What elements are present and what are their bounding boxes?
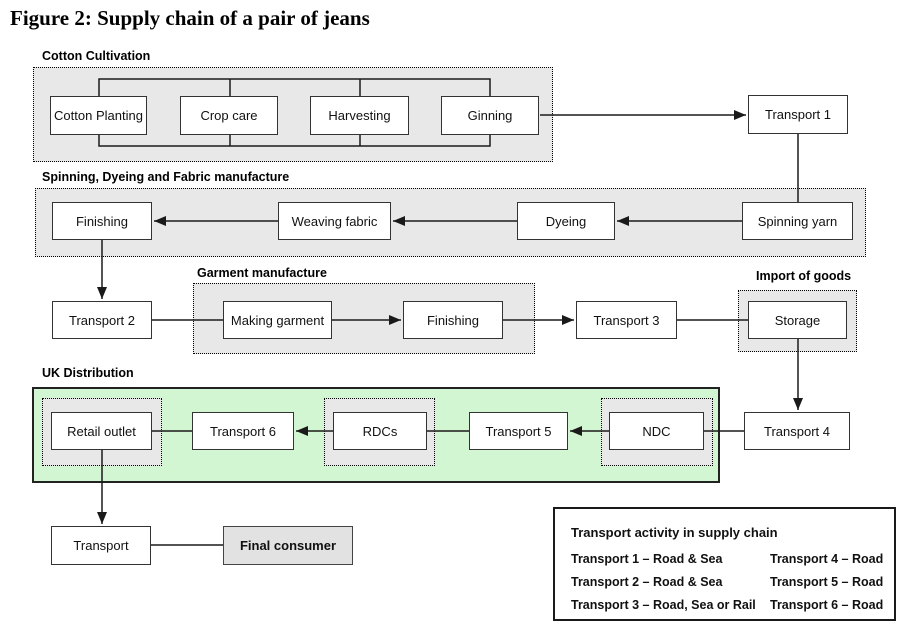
node-harvesting: Harvesting — [310, 96, 409, 135]
node-finishing-fabric: Finishing — [52, 202, 152, 240]
node-ndc: NDC — [609, 412, 704, 450]
transport-legend: Transport activity in supply chain Trans… — [553, 507, 896, 621]
spinning-dyeing-region — [35, 188, 866, 257]
legend-column-left: Transport 1 – Road & Sea Transport 2 – R… — [571, 548, 770, 617]
node-rdcs: RDCs — [333, 412, 427, 450]
legend-entry: Transport 4 – Road — [770, 552, 884, 566]
node-final-consumer: Final consumer — [223, 526, 353, 565]
cotton-ladder-loop — [98, 78, 491, 147]
node-transport-4: Transport 4 — [744, 412, 850, 450]
node-ginning: Ginning — [441, 96, 539, 135]
node-making-garment: Making garment — [223, 301, 332, 339]
legend-columns: Transport 1 – Road & Sea Transport 2 – R… — [571, 548, 884, 617]
section-label-garment-manufacture: Garment manufacture — [197, 266, 327, 280]
section-label-cotton-cultivation: Cotton Cultivation — [42, 49, 151, 63]
node-weaving-fabric: Weaving fabric — [278, 202, 391, 240]
legend-entry: Transport 2 – Road & Sea — [571, 575, 723, 589]
node-spinning-yarn: Spinning yarn — [742, 202, 853, 240]
legend-column-right: Transport 4 – Road Transport 5 – Road Tr… — [770, 548, 883, 617]
node-transport-6: Transport 6 — [192, 412, 294, 450]
node-transport-final: Transport — [51, 526, 151, 565]
node-storage: Storage — [748, 301, 847, 339]
node-finishing-garment: Finishing — [403, 301, 503, 339]
node-dyeing: Dyeing — [517, 202, 615, 240]
section-label-uk-distribution: UK Distribution — [42, 366, 134, 380]
node-transport-1: Transport 1 — [748, 95, 848, 134]
section-label-spinning-dyeing: Spinning, Dyeing and Fabric manufacture — [42, 170, 290, 184]
node-retail-outlet: Retail outlet — [51, 412, 152, 450]
node-transport-3: Transport 3 — [576, 301, 677, 339]
node-transport-5: Transport 5 — [469, 412, 568, 450]
legend-entry: Transport 1 – Road & Sea — [571, 552, 723, 566]
figure-title: Figure 2: Supply chain of a pair of jean… — [10, 6, 370, 30]
legend-entry: Transport 6 – Road — [770, 598, 884, 612]
legend-entry: Transport 3 – Road, Sea or Rail — [571, 598, 756, 612]
node-transport-2: Transport 2 — [52, 301, 152, 339]
legend-entry: Transport 5 – Road — [770, 575, 884, 589]
section-label-import-of-goods: Import of goods — [756, 269, 852, 283]
node-cotton-planting: Cotton Planting — [50, 96, 147, 135]
legend-title: Transport activity in supply chain — [571, 525, 778, 540]
node-crop-care: Crop care — [180, 96, 278, 135]
